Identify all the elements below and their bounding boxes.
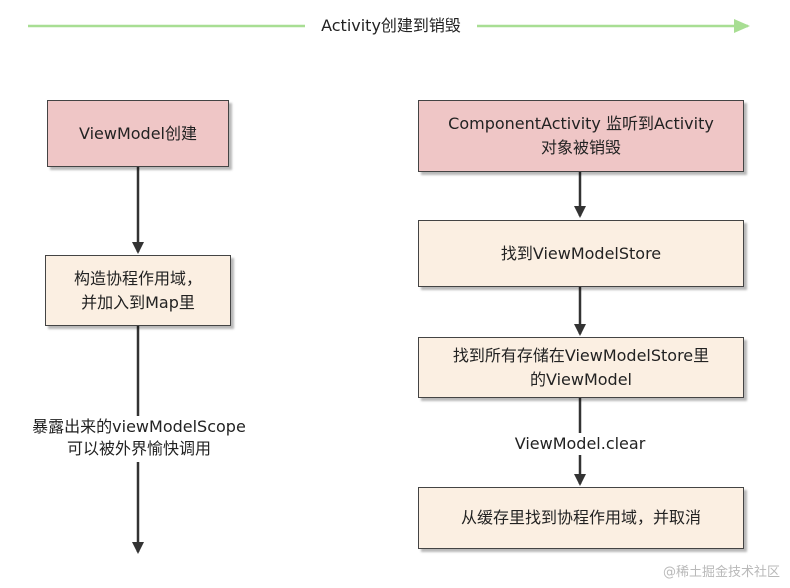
edge-label-viewmodel-clear: ViewModel.clear [510,433,650,455]
node-find-all-viewmodels: 找到所有存储在ViewModelStore里 的ViewModel [418,337,744,398]
node-cancel-coroutine-scope: 从缓存里找到协程作用域，并取消 [418,487,744,549]
watermark: @稀土掘金技术社区 [662,565,780,580]
edge-label-viewmodelscope: 暴露出来的viewModelScope 可以被外界愉快调用 [18,416,260,462]
node-viewmodel-created: ViewModel创建 [47,100,229,167]
timeline-title: Activity创建到销毁 [305,15,477,37]
node-activity-destroyed: ComponentActivity 监听到Activity 对象被销毁 [418,100,744,172]
node-create-coroutine-scope: 构造协程作用域， 并加入到Map里 [45,255,231,326]
node-find-viewmodelstore: 找到ViewModelStore [418,220,744,287]
